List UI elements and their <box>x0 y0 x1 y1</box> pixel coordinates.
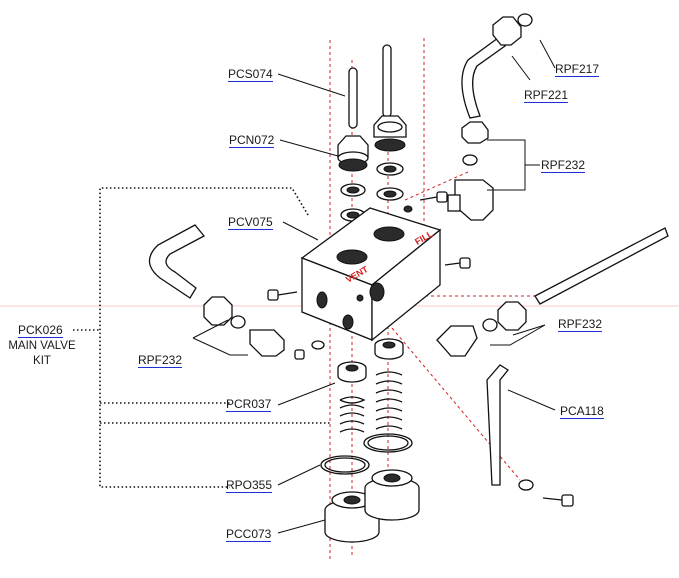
label-main-valve: MAIN VALVE <box>8 340 76 352</box>
cap-pcn072 <box>337 115 407 172</box>
label-rpf221[interactable]: RPF221 <box>524 88 569 103</box>
stem-pcs074 <box>348 44 392 129</box>
left-tube-assembly <box>148 224 285 357</box>
label-rpo355[interactable]: RPO355 <box>226 478 273 493</box>
label-pca118[interactable]: PCA118 <box>560 404 604 419</box>
label-pcs074[interactable]: PCS074 <box>228 67 273 82</box>
bracket-pca118 <box>486 364 509 486</box>
label-pck026[interactable]: PCK026 <box>18 323 63 338</box>
right-tube-assembly <box>436 227 669 357</box>
label-rpf232-left[interactable]: RPF232 <box>138 353 183 368</box>
label-kit: KIT <box>33 355 51 367</box>
leader-lines <box>192 39 556 534</box>
label-rpf232-right[interactable]: RPF232 <box>558 317 603 332</box>
label-pcv075[interactable]: PCV075 <box>228 215 273 230</box>
top-right-tube-assembly <box>447 13 533 221</box>
springs-pcr037 <box>337 338 404 433</box>
label-pcr037[interactable]: PCR037 <box>226 397 272 412</box>
caps-pcc073 <box>324 469 420 543</box>
label-rpf217[interactable]: RPF217 <box>555 62 600 77</box>
label-pcn072[interactable]: PCN072 <box>229 133 275 148</box>
valve-block-pcv075: VENT FILL <box>300 205 442 342</box>
screws <box>267 191 574 507</box>
label-rpf232-top[interactable]: RPF232 <box>541 158 586 173</box>
kit-bracket <box>73 187 332 488</box>
label-pcc073[interactable]: PCC073 <box>226 527 272 542</box>
orings-rpo355 <box>320 433 413 475</box>
